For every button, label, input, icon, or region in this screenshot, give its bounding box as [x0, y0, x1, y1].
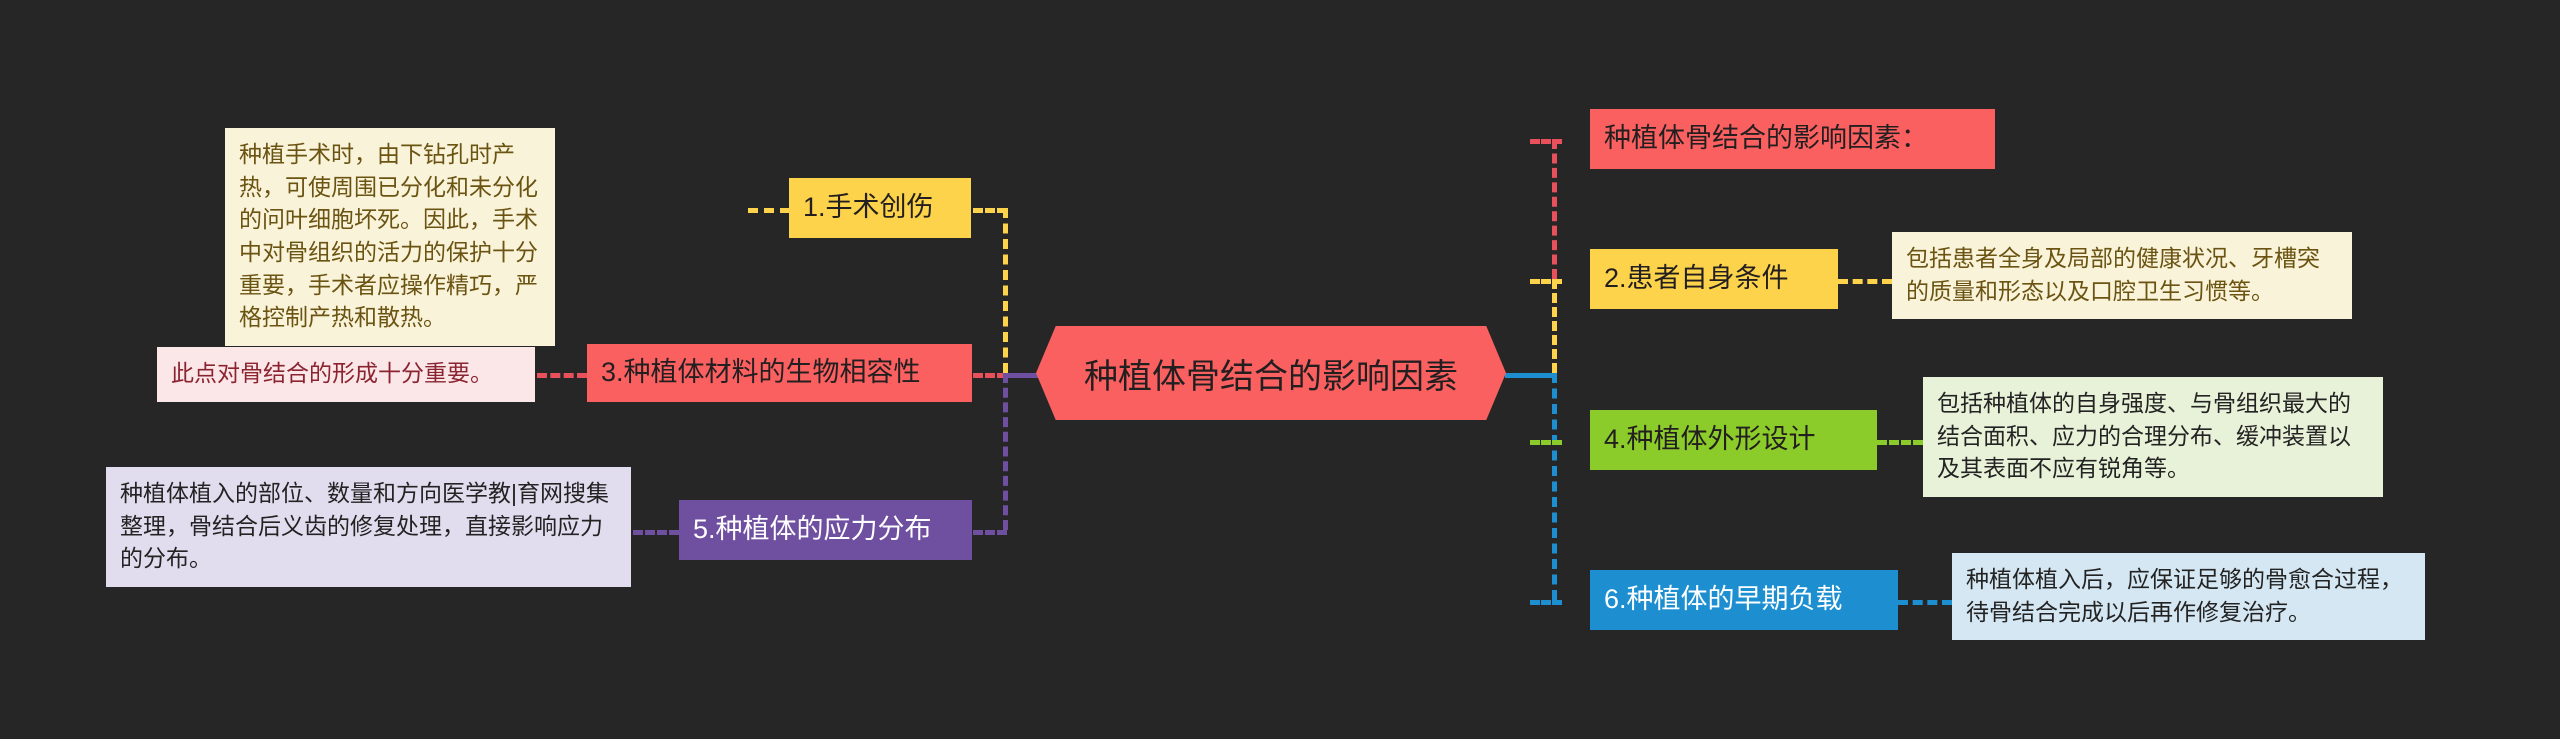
connector-stub-factor-5	[973, 530, 1007, 535]
node-factor-4[interactable]: 4.种植体外形设计	[1590, 410, 1877, 470]
connector-detail-factor-1	[748, 208, 790, 213]
connector-detail-factor-5	[633, 530, 679, 535]
node-factor-2[interactable]: 2.患者自身条件	[1590, 249, 1838, 309]
node-factor-3[interactable]: 3.种植体材料的生物相容性	[587, 344, 972, 402]
node-factor-6[interactable]: 6.种植体的早期负载	[1590, 570, 1898, 630]
connector-hex-right	[1505, 373, 1557, 378]
detail-box-factor-4: 包括种植体的自身强度、与骨组织最大的结合面积、应力的合理分布、缓冲装置以及其表面…	[1923, 377, 2383, 497]
connector-right-trunk-top	[1552, 139, 1557, 279]
connector-stub-factor-2	[1530, 279, 1562, 284]
detail-box-factor-2: 包括患者全身及局部的健康状况、牙槽突的质量和形态以及口腔卫生习惯等。	[1892, 232, 2352, 320]
connector-detail-factor-4	[1877, 440, 1923, 445]
connector-stub-factor-3	[973, 373, 1007, 378]
detail-box-factor-3: 此点对骨结合的形成十分重要。	[157, 347, 535, 402]
connector-left-trunk-upper	[1003, 208, 1008, 373]
connector-hex-left	[1003, 373, 1056, 378]
node-factor-5[interactable]: 5.种植体的应力分布	[679, 500, 972, 560]
node-factor-1[interactable]: 1.手术创伤	[789, 178, 971, 238]
connector-right-trunk-upper	[1552, 279, 1557, 373]
connector-detail-factor-6	[1898, 600, 1952, 605]
connector-detail-factor-2	[1838, 279, 1892, 284]
connector-right-trunk-lower	[1552, 373, 1557, 600]
center-node[interactable]: 种植体骨结合的影响因素	[1036, 326, 1506, 420]
detail-box-factor-1: 种植手术时，由下钻孔时产热，可使周围已分化和未分化的问叶细胞坏死。因此，手术中对…	[225, 128, 555, 346]
connector-stub-factor-1	[973, 208, 1007, 213]
connector-stub-factor-6	[1530, 600, 1562, 605]
connector-detail-factor-3	[537, 373, 587, 378]
connector-left-trunk-lower	[1003, 373, 1008, 530]
detail-box-factor-6: 种植体植入后，应保证足够的骨愈合过程，待骨结合完成以后再作修复治疗。	[1952, 553, 2425, 641]
connector-stub-title-right	[1530, 139, 1562, 144]
connector-stub-factor-4	[1530, 440, 1562, 445]
detail-box-factor-5: 种植体植入的部位、数量和方向医学教|育网搜集整理，骨结合后义齿的修复处理，直接影…	[106, 467, 631, 587]
node-title-right[interactable]: 种植体骨结合的影响因素：	[1590, 109, 1995, 169]
